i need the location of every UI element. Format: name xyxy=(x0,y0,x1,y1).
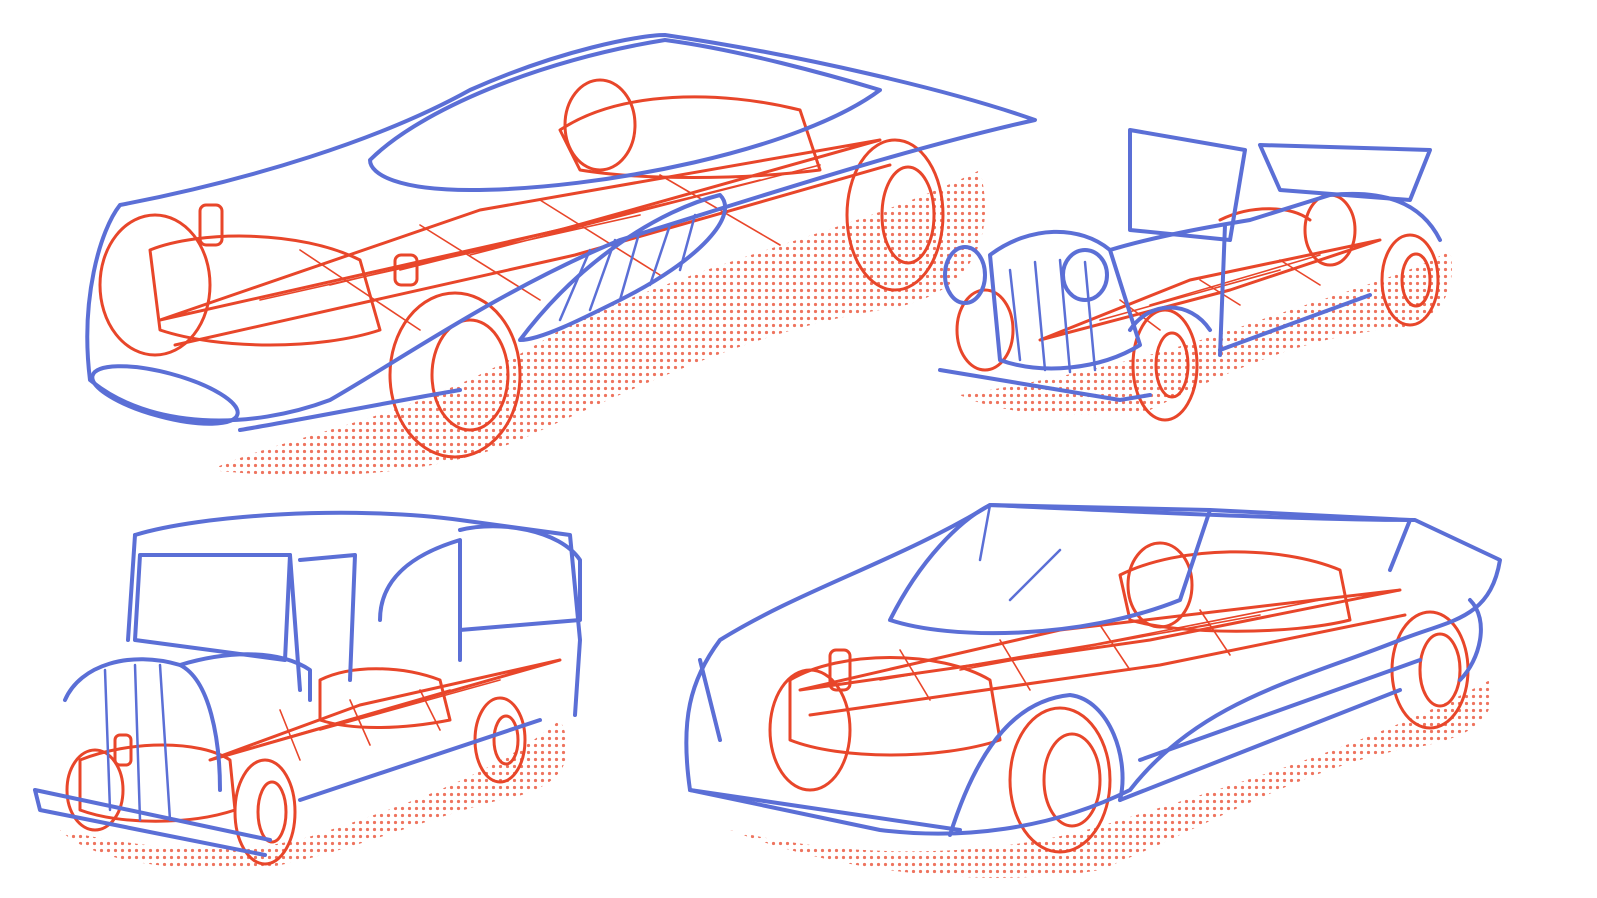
halftone-shadow xyxy=(730,680,1492,878)
vintage-roadster-sketch xyxy=(938,128,1452,422)
sports-convertible-sketch xyxy=(684,503,1502,878)
chassis xyxy=(148,95,892,347)
wheel-front-right xyxy=(955,288,1015,372)
body-outline xyxy=(33,510,582,857)
halftone-shadow xyxy=(960,250,1452,415)
chassis xyxy=(788,550,1407,757)
delivery-truck-sketch xyxy=(33,510,582,870)
wheel-front-left xyxy=(1008,706,1112,854)
wheel-front-left xyxy=(1131,308,1199,422)
body-outline xyxy=(938,128,1442,402)
wheel-front-left xyxy=(388,291,522,459)
wheel-rear-left xyxy=(563,78,637,172)
halftone-shadow xyxy=(210,170,986,476)
halftone-shadow xyxy=(60,720,568,870)
wheel-rear-left xyxy=(1126,541,1194,629)
futuristic-coupe-sketch xyxy=(85,33,1037,476)
wheel-rear-right xyxy=(845,138,945,292)
body-outline xyxy=(684,503,1502,837)
wheel-rear-right xyxy=(1380,233,1440,327)
wheel-front-left xyxy=(233,758,297,866)
wheel-front-right xyxy=(768,668,852,792)
wheel-front-right xyxy=(98,213,212,357)
body-outline xyxy=(85,33,1037,432)
wheel-front-right xyxy=(65,748,125,832)
